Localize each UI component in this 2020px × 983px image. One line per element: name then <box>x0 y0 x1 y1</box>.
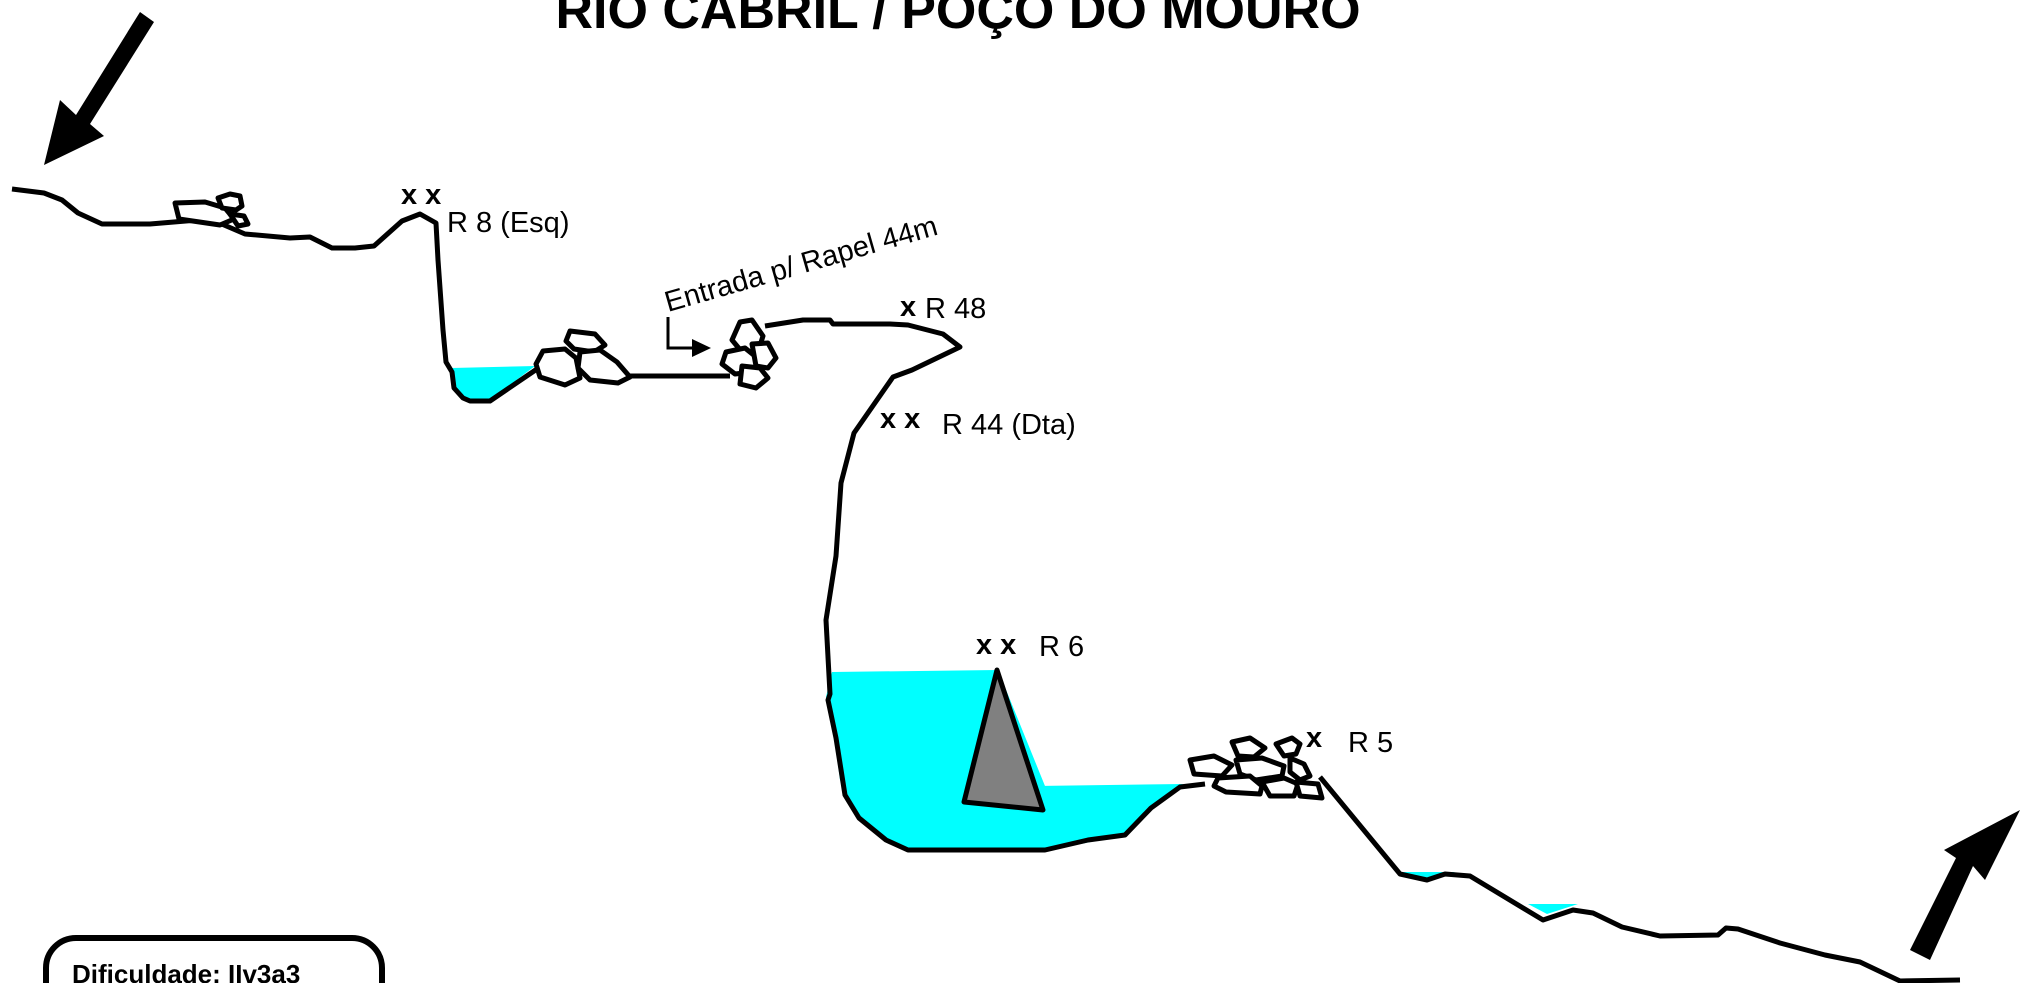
boulder <box>1293 779 1325 801</box>
boulder <box>1259 775 1301 799</box>
end-arrow-icon <box>1910 810 2020 960</box>
boulder <box>1287 755 1313 783</box>
water-pool-lower-2 <box>1528 904 1578 914</box>
boulder <box>215 191 245 213</box>
boulder <box>533 346 583 388</box>
rock-pillar <box>961 667 1046 813</box>
label-r48: R 48 <box>925 293 986 325</box>
label-r6: R 6 <box>1039 631 1084 663</box>
water-pool-main-right <box>1036 784 1183 851</box>
anchor-mark-r5: x <box>1306 722 1322 754</box>
canyon-profile-line-3 <box>764 317 1206 853</box>
boulder <box>227 211 251 229</box>
difficulty-box <box>43 935 385 983</box>
anchor-mark-r44: x x <box>880 403 920 435</box>
boulder <box>1187 753 1235 779</box>
entrance-arrow-line <box>666 317 700 350</box>
diagram-title: RIO CABRIL / POÇO DO MOURO <box>555 0 1360 40</box>
canyon-profile-line-4 <box>1318 775 1961 983</box>
boulder <box>575 347 633 386</box>
boulder <box>1211 773 1265 797</box>
difficulty-label: Dificuldade: IIv3a3 <box>72 959 300 983</box>
boulder <box>1273 735 1303 759</box>
label-r8: R 8 (Esq) <box>447 207 569 239</box>
boulder <box>1229 735 1268 760</box>
water-pool-upper <box>452 366 535 400</box>
label-r5: R 5 <box>1348 727 1393 759</box>
entrance-arrow-head <box>692 339 711 357</box>
start-arrow-icon <box>44 12 154 165</box>
boulder <box>737 363 771 391</box>
anchor-mark-r8: x x <box>401 179 441 211</box>
anchor-mark-r6: x x <box>976 629 1016 661</box>
anchor-mark-r48: x <box>900 291 916 323</box>
label-r44: R 44 (Dta) <box>942 409 1076 441</box>
canyon-profile-line <box>11 186 539 404</box>
boulder <box>749 340 779 371</box>
boulders <box>172 191 1325 801</box>
